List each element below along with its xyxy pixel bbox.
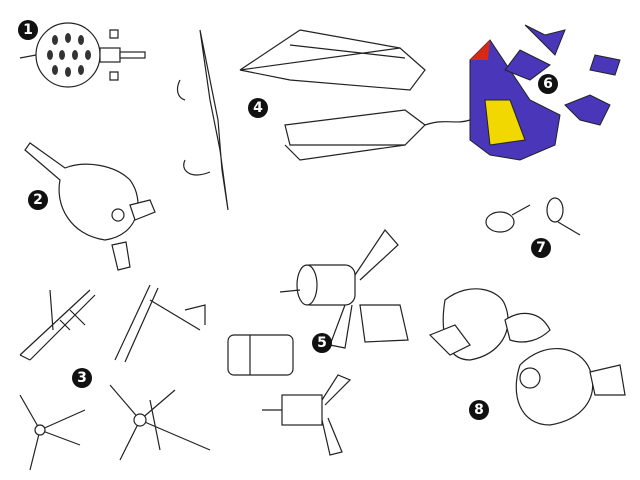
sketch-3-solar-panels (19, 284, 211, 471)
sketch-8-probes (428, 288, 626, 426)
marker-1: 1 (18, 20, 38, 40)
sketch-7-small-probes (485, 197, 581, 236)
sketch-1-sphere-probe (19, 22, 146, 88)
marker-7: 7 (531, 238, 551, 258)
sketch-6-colored-parts (469, 24, 621, 161)
marker-6: 6 (538, 74, 558, 94)
marker-8: 8 (469, 400, 489, 420)
sketch-2-probe (24, 142, 156, 271)
sketch-5-capsule (227, 229, 409, 456)
marker-4: 4 (248, 98, 268, 118)
marker-2: 2 (28, 190, 48, 210)
marker-5: 5 (312, 333, 332, 353)
marker-3: 3 (72, 368, 92, 388)
sketch-4-satellite (176, 29, 471, 211)
